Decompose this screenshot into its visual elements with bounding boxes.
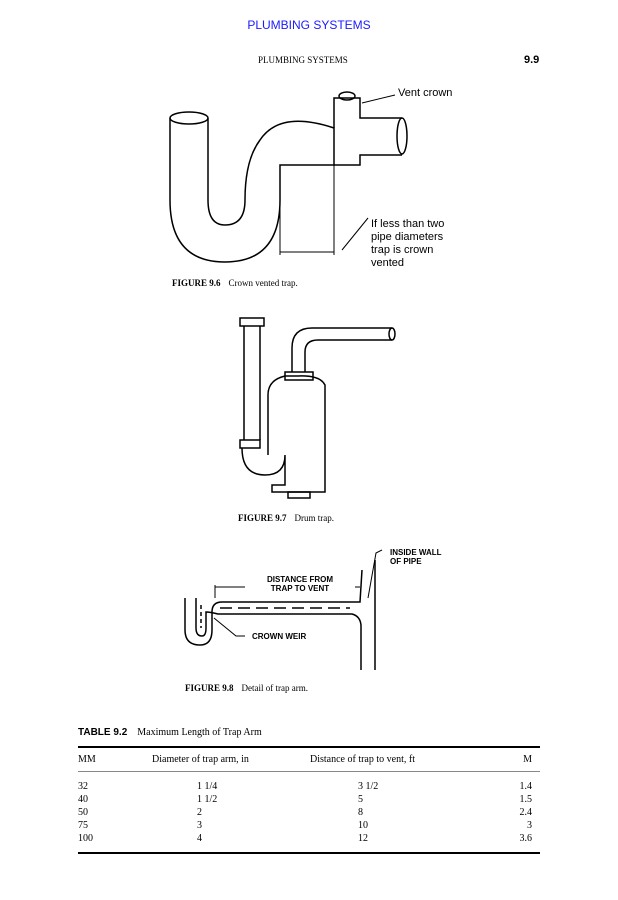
figure-label: FIGURE 9.6	[172, 278, 221, 288]
figure-label: FIGURE 9.8	[185, 683, 234, 693]
table-cell: 8	[358, 807, 363, 818]
vent-crown-callout: Vent crown	[398, 87, 453, 99]
table-cell: 1.4	[519, 781, 533, 792]
distance-callout: DISTANCE FROM TRAP TO VENT	[250, 575, 350, 593]
page-number: 9.9	[524, 54, 540, 66]
note-line: vented	[371, 257, 405, 269]
table-cell: 3.6	[519, 833, 533, 844]
note-line: If less than two	[371, 218, 445, 230]
figure-9-8-caption: FIGURE 9.8 Detail of trap arm.	[185, 683, 308, 693]
column-header: Diameter of trap arm, in	[152, 754, 249, 765]
table-cell: 100	[78, 833, 93, 844]
table-bottom-rule	[78, 852, 540, 854]
table-cell: 1 1/4	[197, 781, 218, 792]
figure-9-6-caption: FIGURE 9.6 Crown vented trap.	[172, 278, 298, 288]
table-cell: 2	[197, 807, 202, 818]
table-cell: 12	[358, 833, 368, 844]
column-header: Distance of trap to vent, ft	[310, 754, 415, 765]
caption-text: Drum trap.	[294, 513, 335, 523]
table-label: TABLE 9.2	[78, 727, 128, 738]
table-cell: 1.5	[519, 794, 533, 805]
table-cell: 10	[358, 820, 368, 831]
table-cell: 1 1/2	[197, 794, 218, 805]
running-head: PLUMBING SYSTEMS	[258, 55, 348, 65]
header-link[interactable]: PLUMBING SYSTEMS	[247, 18, 371, 32]
table-cell: 5	[358, 794, 363, 805]
column-header: MM	[78, 754, 96, 765]
figure-9-7-caption: FIGURE 9.7 Drum trap.	[238, 513, 334, 523]
callout-line: OF PIPE	[390, 557, 422, 566]
crown-weir-callout: CROWN WEIR	[252, 632, 307, 641]
note-line: pipe diameters	[371, 231, 444, 243]
callout-line: INSIDE WALL	[390, 548, 442, 557]
table-cell: 4	[197, 833, 202, 844]
figure-label: FIGURE 9.7	[238, 513, 287, 523]
table-cell: 40	[78, 794, 88, 805]
table-top-rule	[78, 746, 540, 748]
table-cell: 50	[78, 807, 88, 818]
inside-wall-callout: INSIDE WALL OF PIPE	[390, 548, 442, 566]
table-cell: 3	[527, 820, 532, 831]
table-cell: 3	[197, 820, 202, 831]
table-cell: 2.4	[519, 807, 533, 818]
table-header-rule	[78, 771, 540, 772]
table-title: TABLE 9.2 Maximum Length of Trap Arm	[78, 727, 262, 738]
caption-text: Detail of trap arm.	[241, 683, 308, 693]
table-cell: 75	[78, 820, 88, 831]
table-title-text: Maximum Length of Trap Arm	[137, 727, 262, 738]
table-cell: 32	[78, 781, 88, 792]
callout-line: DISTANCE FROM	[266, 575, 334, 584]
crown-vented-note: If less than two pipe diameters trap is …	[371, 218, 444, 270]
callout-line: TRAP TO VENT	[270, 584, 330, 593]
table-cell: 3 1/2	[358, 781, 379, 792]
note-line: trap is crown	[371, 244, 434, 256]
caption-text: Crown vented trap.	[228, 278, 298, 288]
column-header: M	[523, 754, 532, 765]
